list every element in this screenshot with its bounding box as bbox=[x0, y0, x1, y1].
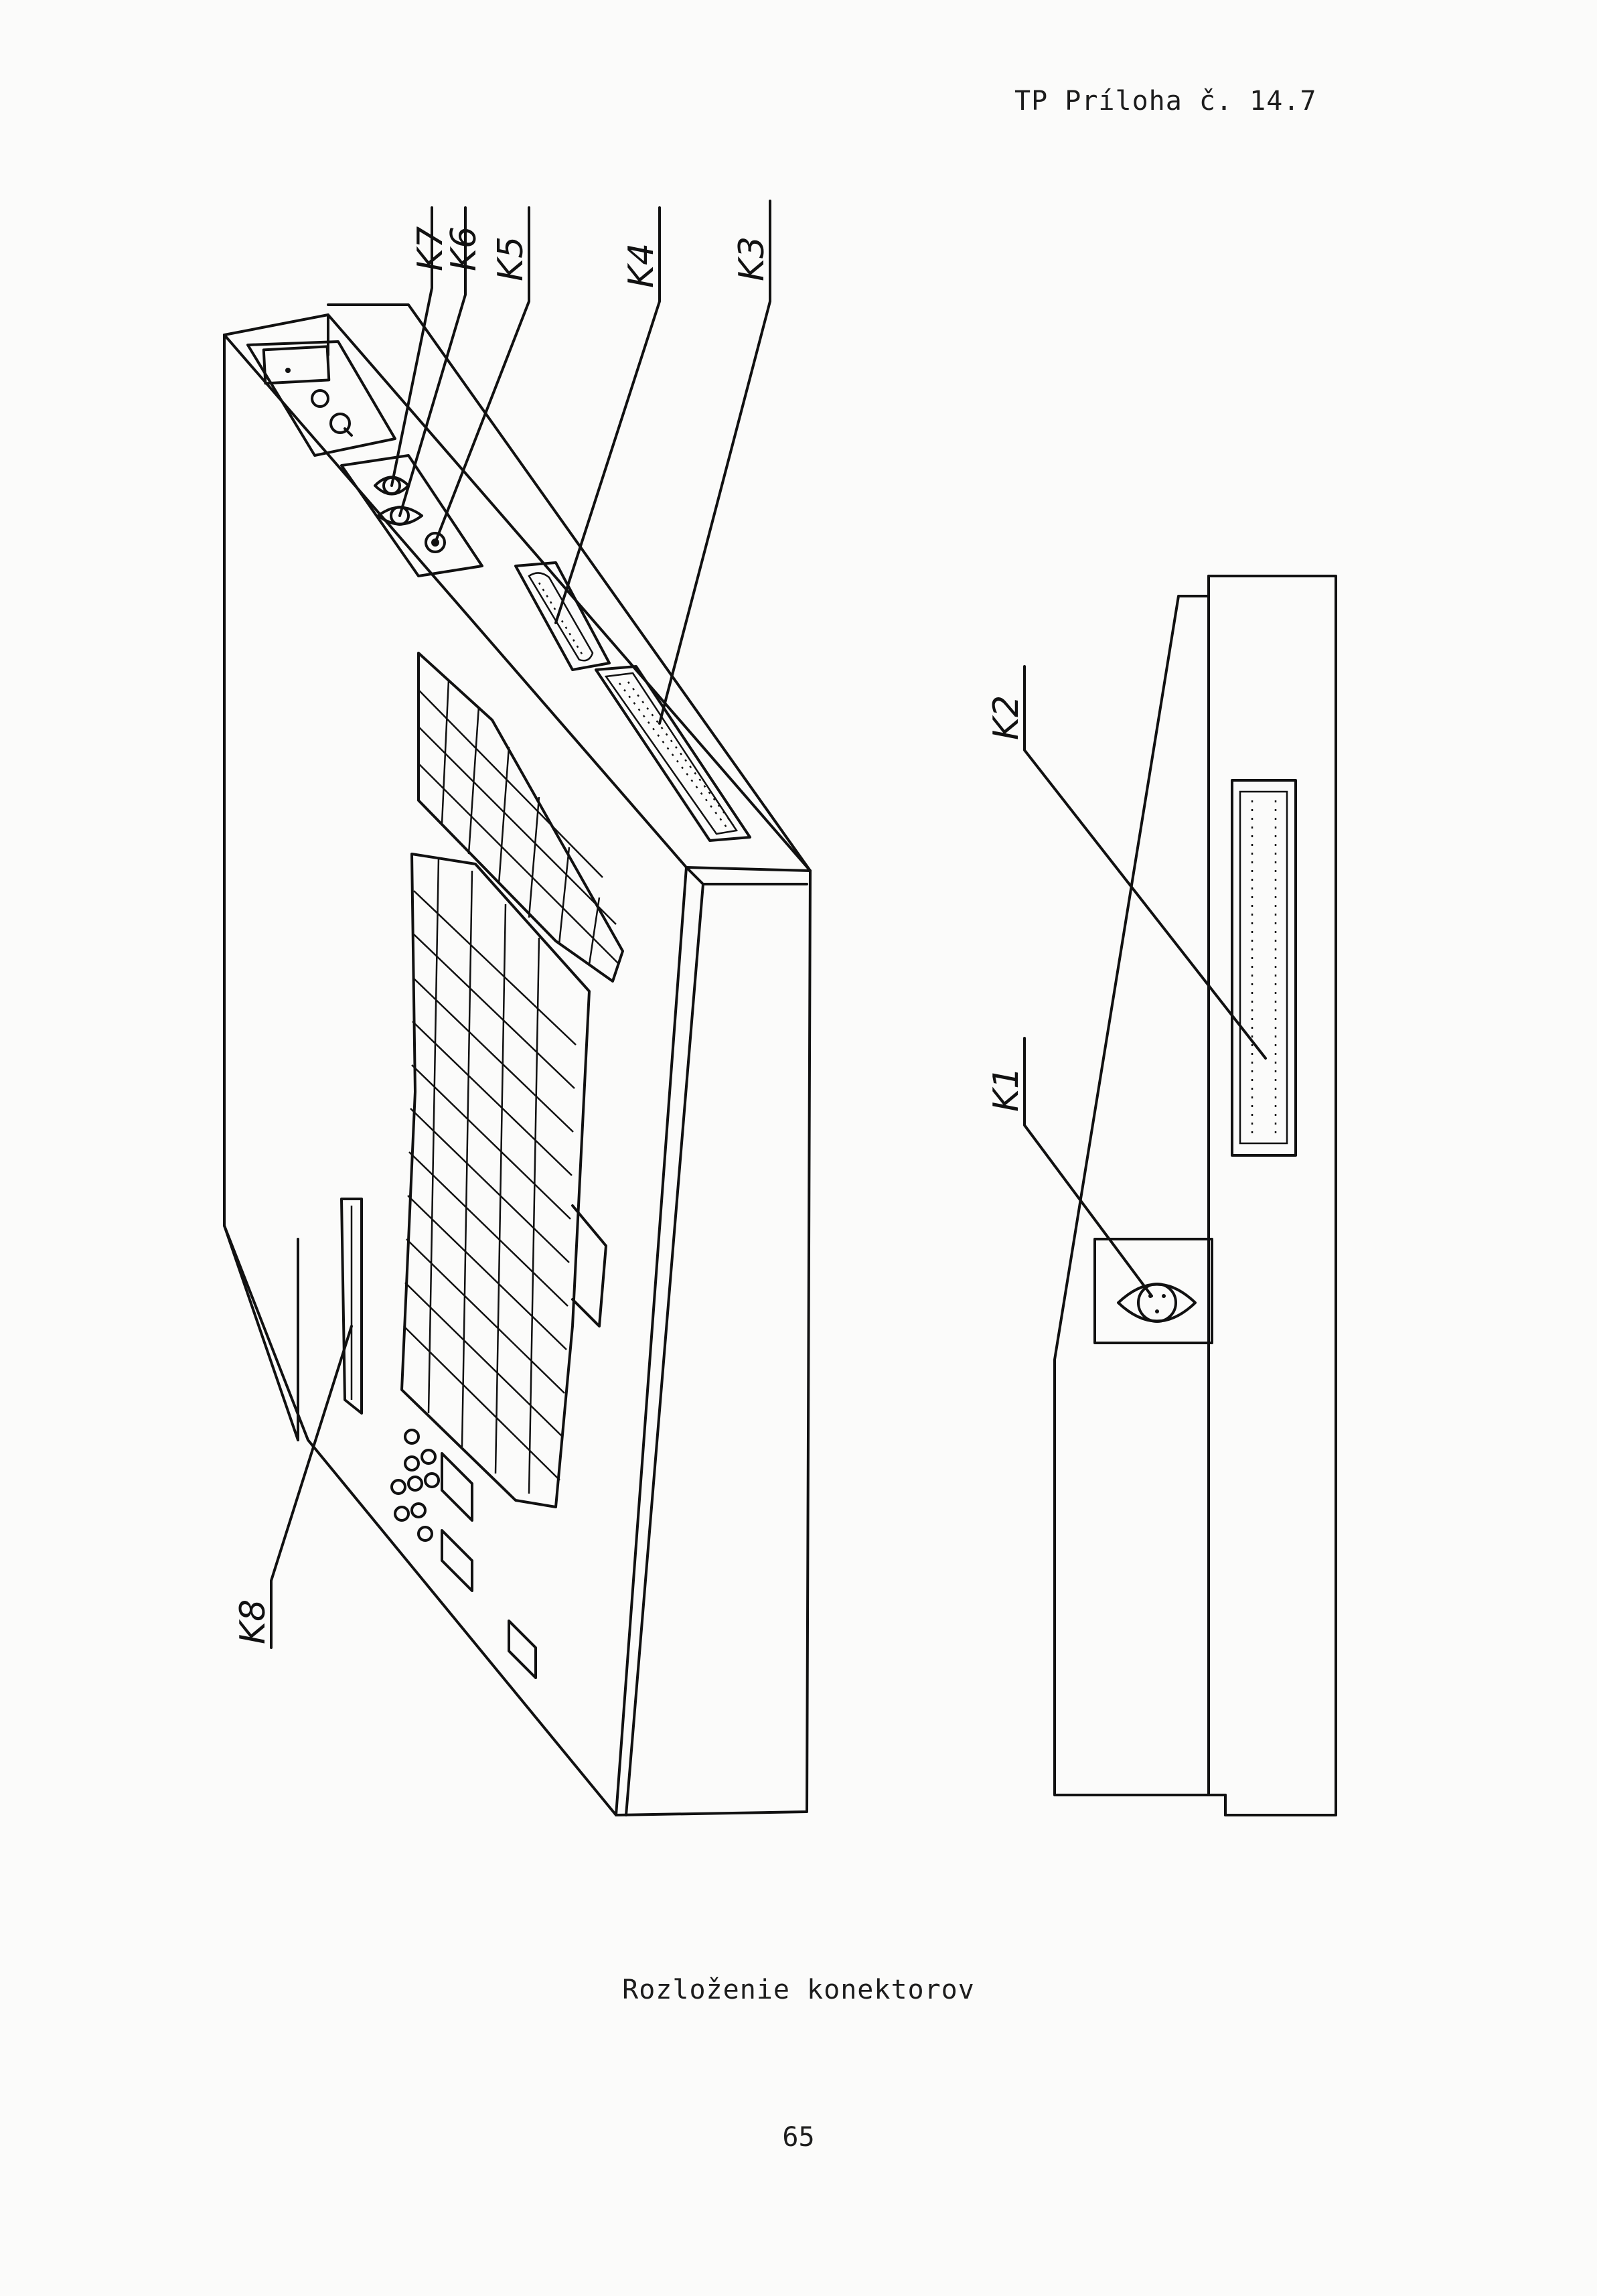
main-key-grid bbox=[400, 853, 607, 1508]
figure-caption: Rozloženie konektorov bbox=[622, 1975, 975, 2005]
label-k6: K6 bbox=[444, 226, 484, 271]
label-k3: K3 bbox=[732, 236, 772, 281]
side-view-unit bbox=[1053, 575, 1337, 1816]
computer-unit bbox=[223, 303, 812, 1816]
bottom-key-cluster bbox=[390, 1429, 537, 1679]
annex-reference: TP Príloha č. 14.7 bbox=[1014, 86, 1317, 117]
page-number: 65 bbox=[782, 2122, 815, 2153]
function-key-grid bbox=[417, 652, 624, 983]
connector-labels: K7 K6 K5 K4 K3 K2 K1 K8 bbox=[233, 226, 1026, 1644]
leader-lines bbox=[270, 200, 1267, 1649]
label-k2: K2 bbox=[986, 695, 1026, 740]
label-k7: K7 bbox=[410, 226, 451, 271]
label-k8: K8 bbox=[233, 1599, 273, 1644]
label-k4: K4 bbox=[621, 243, 662, 288]
label-k5: K5 bbox=[491, 236, 531, 281]
label-k1: K1 bbox=[986, 1067, 1026, 1112]
